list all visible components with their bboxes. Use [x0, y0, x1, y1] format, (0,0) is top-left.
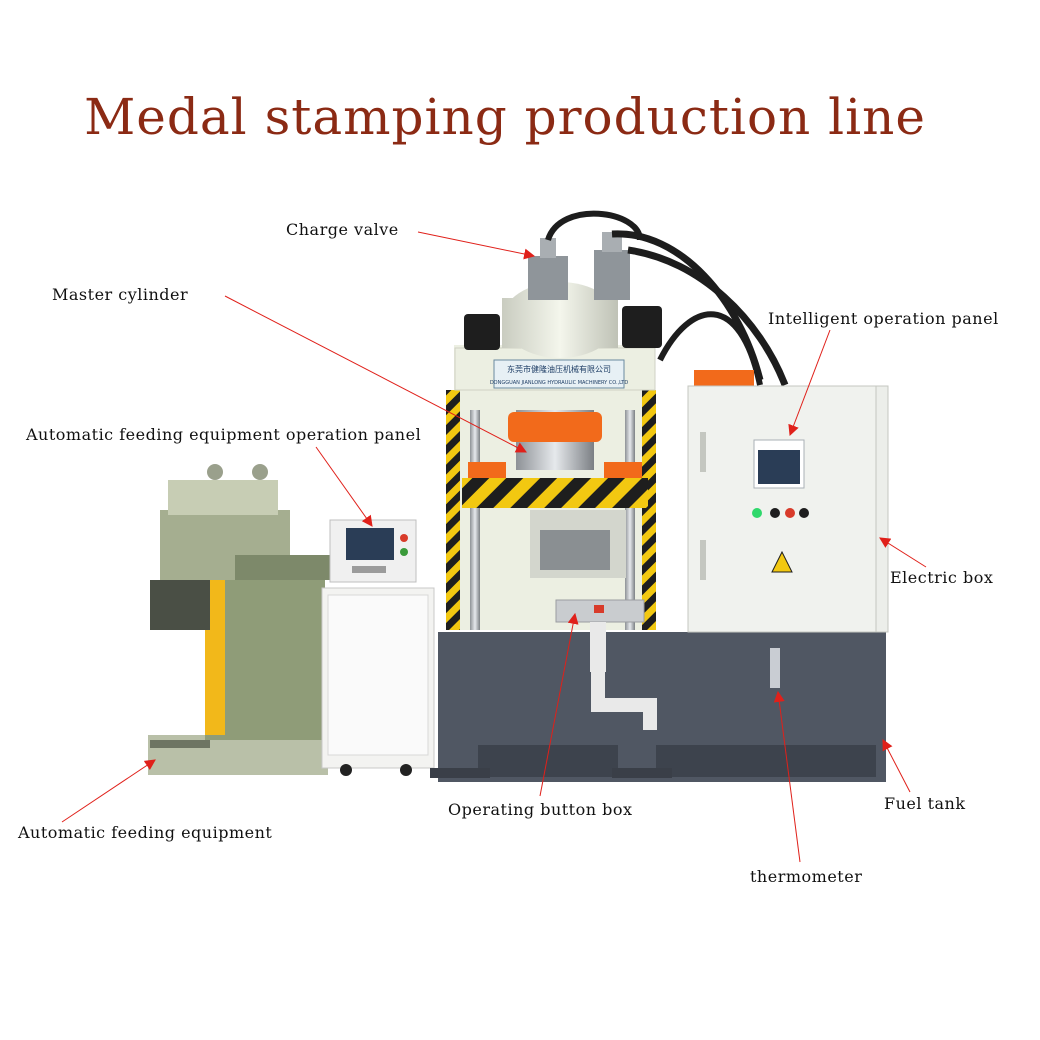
nameplate [493, 359, 625, 389]
nameplate-line2: DONGGUAN JIANLONG HYDRAULIC MACHINERY CO… [490, 380, 629, 386]
arrow-fuel-tank [882, 739, 911, 793]
label-electric-box: Electric box [890, 568, 994, 587]
arrow-automatic-feeding-equipment [61, 759, 156, 823]
page-title: Medal stamping production line [84, 88, 926, 146]
electric-box [687, 385, 889, 633]
arrow-operating-button-box [539, 612, 579, 797]
arrow-electric-box [879, 537, 927, 568]
label-feeder-operation-panel: Automatic feeding equipment operation pa… [26, 425, 422, 444]
arrow-intelligent-operation-panel [788, 329, 831, 437]
label-operating-button-box: Operating button box [448, 800, 633, 819]
intelligent-touchscreen [758, 450, 800, 484]
arrow-charge-valve [417, 231, 536, 260]
thermometer-gauge [770, 648, 780, 688]
automatic-feeding-equipment [148, 464, 330, 775]
charge-valve [528, 256, 568, 300]
label-charge-valve: Charge valve [286, 220, 399, 239]
arrow-master-cylinder [224, 295, 527, 453]
arrow-thermometer [773, 690, 801, 863]
label-automatic-feeding-equipment: Automatic feeding equipment [18, 823, 273, 842]
press-slide [462, 478, 648, 508]
label-fuel-tank: Fuel tank [884, 794, 966, 813]
feeder-touchscreen [346, 528, 394, 560]
feeder-control-cabinet [321, 519, 435, 776]
arrow-feeder-operation-panel [315, 446, 373, 527]
warning-icon [771, 550, 793, 573]
label-thermometer: thermometer [750, 867, 863, 886]
label-intelligent-operation-panel: Intelligent operation panel [768, 309, 999, 328]
nameplate-line1: 东莞市健隆油压机械有限公司 [507, 364, 611, 374]
hydraulic-press: 东莞市健隆油压机械有限公司 DONGGUAN JIANLONG HYDRAULI… [430, 210, 886, 782]
label-master-cylinder: Master cylinder [52, 285, 189, 304]
